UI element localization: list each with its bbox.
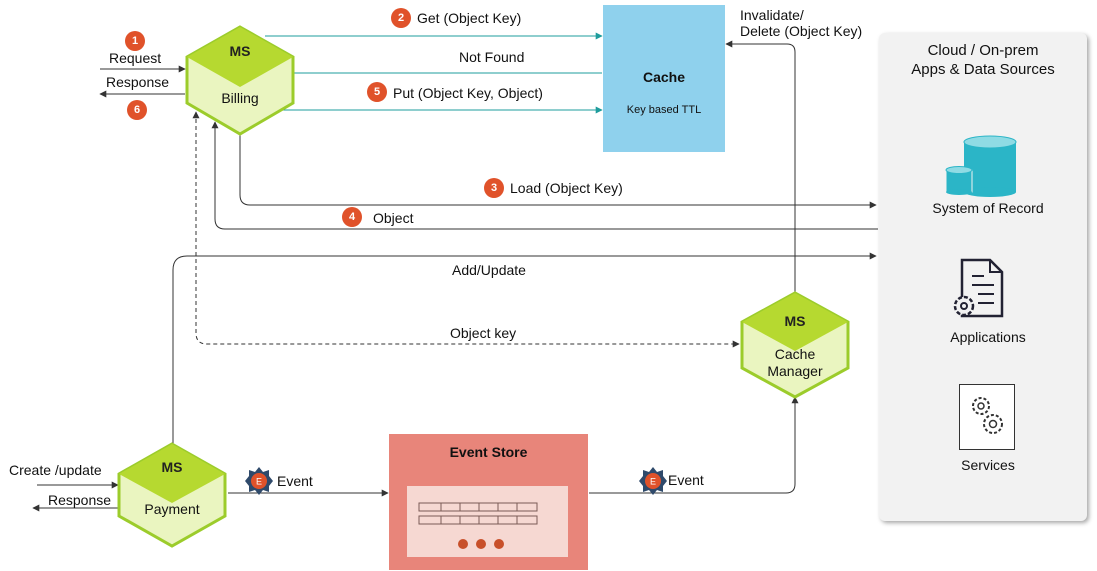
object-arrow bbox=[211, 121, 878, 230]
step-badge-3: 3 bbox=[484, 178, 504, 198]
step-badge-2: 2 bbox=[391, 8, 411, 28]
billing-hexagon bbox=[185, 25, 295, 136]
add-update-label: Add/Update bbox=[452, 262, 526, 278]
response-billing-label: Response bbox=[106, 74, 170, 90]
put-label: Put (Object Key, Object) bbox=[393, 85, 543, 101]
object-key-label: Object key bbox=[450, 325, 517, 341]
event-left-label: Event bbox=[277, 473, 313, 489]
create-update-label: Create /update bbox=[9, 462, 102, 478]
cloud-title-line2: Apps & Data Sources bbox=[911, 61, 1055, 78]
services-gears-icon bbox=[972, 397, 1003, 434]
event-log-grid bbox=[418, 502, 538, 549]
request-label: Request bbox=[109, 50, 162, 66]
event-badge-icon: E bbox=[245, 467, 273, 495]
cache-manager-name: Cache Manager bbox=[767, 346, 823, 379]
payment-hexagon bbox=[117, 442, 227, 548]
invalidate-arrow bbox=[725, 40, 796, 293]
object-label: Object bbox=[373, 210, 414, 226]
cache-manager-hexagon bbox=[740, 291, 850, 399]
payment-ms-label: MS bbox=[161, 459, 183, 475]
payment-name: Payment bbox=[144, 501, 200, 517]
object-key-arrow bbox=[192, 111, 740, 348]
applications-icon bbox=[953, 258, 1004, 318]
billing-name: Billing bbox=[221, 90, 259, 106]
cache-manager-ms-label: MS bbox=[784, 313, 806, 329]
services-label: Services bbox=[961, 457, 1015, 473]
not-found-label: Not Found bbox=[459, 49, 525, 65]
step-badge-1: 1 bbox=[125, 31, 145, 51]
cache-box bbox=[603, 5, 725, 152]
billing-ms-label: MS bbox=[229, 43, 251, 59]
event-badge-icon: E bbox=[639, 467, 667, 495]
event-store-title: Event Store bbox=[449, 444, 528, 460]
invalidate-label-line2: Delete (Object Key) bbox=[740, 23, 863, 39]
load-label: Load (Object Key) bbox=[510, 180, 623, 196]
step-badge-6: 6 bbox=[127, 100, 147, 120]
cloud-title-line1: Cloud / On-prem bbox=[927, 42, 1039, 59]
svg-text:E: E bbox=[650, 477, 656, 487]
event-to-cache-manager-arrow bbox=[589, 396, 799, 494]
response-payment-label: Response bbox=[48, 492, 112, 508]
step-badge-5: 5 bbox=[367, 82, 387, 102]
step-badge-4: 4 bbox=[342, 207, 362, 227]
event-right-label: Event bbox=[668, 472, 704, 488]
database-icon bbox=[945, 135, 1017, 197]
cache-title: Cache bbox=[642, 69, 686, 85]
invalidate-label-line1: Invalidate/ bbox=[740, 7, 804, 23]
applications-label: Applications bbox=[950, 329, 1026, 345]
svg-text:E: E bbox=[256, 477, 262, 487]
add-update-arrow bbox=[172, 252, 877, 444]
cache-ttl: Key based TTL bbox=[626, 104, 702, 116]
get-label: Get (Object Key) bbox=[417, 10, 522, 26]
event-store-log bbox=[407, 486, 568, 557]
system-of-record-label: System of Record bbox=[932, 200, 1044, 216]
